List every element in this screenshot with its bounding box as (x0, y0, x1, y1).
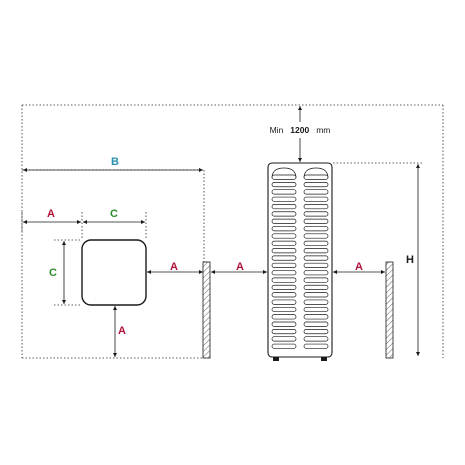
dimension-h (333, 162, 424, 356)
heater-slot (303, 182, 329, 188)
heater-slot (271, 329, 297, 335)
heater-slot (271, 299, 297, 305)
heater-slot (271, 248, 297, 254)
label-a-middle: A (236, 261, 244, 273)
heater-column-cap (303, 167, 329, 179)
note-unit: mm (316, 125, 330, 135)
heater-slot (271, 314, 297, 320)
heater-slot (303, 174, 329, 180)
dimension-c-side (54, 239, 82, 306)
heater-slot (303, 204, 329, 210)
heater-slot (303, 255, 329, 261)
heater-slot (303, 292, 329, 298)
label-a-heater-right: A (355, 261, 363, 273)
dimension-row-top (21, 212, 147, 240)
heater-slot (271, 277, 297, 283)
heater-foot-right (321, 357, 327, 361)
wall-object (81, 239, 147, 306)
heater-slot (271, 270, 297, 276)
heater-slot (303, 189, 329, 195)
heater-slot (303, 240, 329, 246)
left-partition-wall (202, 261, 211, 359)
label-c-side: C (49, 267, 57, 279)
heater-slot (271, 218, 297, 224)
right-partition-wall (385, 261, 394, 359)
heater-slot (271, 343, 297, 349)
heater-slot (303, 284, 329, 291)
label-b: B (111, 156, 119, 168)
heater-slot (271, 174, 297, 180)
heater-slot (303, 277, 329, 283)
heater-slot (271, 211, 297, 217)
heater-slot (303, 321, 329, 327)
heater-slot (271, 292, 297, 298)
label-h: H (406, 254, 414, 266)
heater-slot (271, 189, 297, 195)
heater-slot (271, 226, 297, 232)
heater-slot (271, 240, 297, 246)
heater-slot (303, 336, 329, 342)
heater-slot (303, 314, 329, 320)
label-a-below: A (118, 325, 126, 337)
heater-slot (303, 211, 329, 217)
label-c-top: C (110, 208, 118, 220)
heater-slot (303, 226, 329, 232)
heater-slot (271, 321, 297, 327)
label-a-top: A (47, 208, 55, 220)
heater-slot (271, 233, 297, 239)
label-a-right: A (170, 261, 178, 273)
heater-slot (303, 218, 329, 224)
heater-slot (271, 204, 297, 210)
heater-slot (271, 182, 297, 188)
heater-slot (303, 248, 329, 254)
heater-slot (271, 262, 297, 268)
heater-slot (303, 329, 329, 335)
heater-slot (303, 306, 329, 313)
heater-slot (303, 233, 329, 239)
min-clearance-note: Min 1200 mm (270, 120, 331, 137)
heater-foot-left (273, 357, 279, 361)
note-value: 1200 (290, 125, 309, 135)
heater-tower (267, 162, 333, 361)
heater-slot (303, 196, 329, 202)
heater-slot (303, 270, 329, 276)
heater-slot (303, 262, 329, 268)
heater-column-cap (271, 167, 297, 179)
heater-slot (271, 255, 297, 261)
heater-slot (303, 343, 329, 349)
heater-slot (271, 336, 297, 342)
note-prefix: Min (270, 125, 284, 135)
heater-slot (271, 284, 297, 291)
ceiling-boundary (21, 104, 444, 358)
heater-slot (303, 299, 329, 305)
heater-slot (271, 306, 297, 313)
heater-slot (271, 196, 297, 202)
